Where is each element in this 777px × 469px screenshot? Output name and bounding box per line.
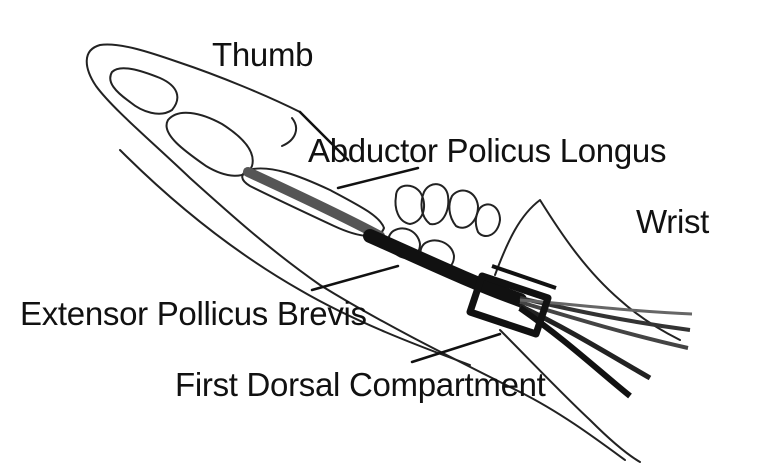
carpal-bone-3 (448, 189, 479, 229)
tendon-fan-4 (518, 305, 632, 399)
carpal-bone-2 (420, 183, 450, 226)
extensor-tendon (363, 229, 527, 307)
thumb-lower-outline (119, 149, 471, 366)
leader-abductor (336, 166, 420, 190)
proximal-phalanx (165, 111, 254, 177)
leader-abductor-top (298, 110, 350, 162)
forearm-outline (499, 329, 641, 463)
carpal-bone-1 (394, 184, 426, 225)
tendon-group (243, 167, 693, 399)
compartment-box (466, 264, 557, 338)
thumb-tip-curl (281, 117, 298, 147)
distal-phalanx (109, 67, 179, 115)
abductor-label: Abductor Policus Longus (308, 132, 667, 169)
carpal-bone-4 (474, 203, 501, 237)
wrist-label: Wrist (636, 203, 710, 240)
tendon-fan-3 (518, 303, 652, 381)
thumb-outline (85, 43, 626, 461)
compartment-label: First Dorsal Compartment (175, 366, 546, 403)
leader-compartment (410, 332, 502, 364)
leader-extensor (310, 264, 400, 292)
extensor-label: Extensor Pollicus Brevis (20, 295, 367, 332)
wrist-outline (494, 199, 681, 341)
thumb-label: Thumb (212, 36, 314, 73)
